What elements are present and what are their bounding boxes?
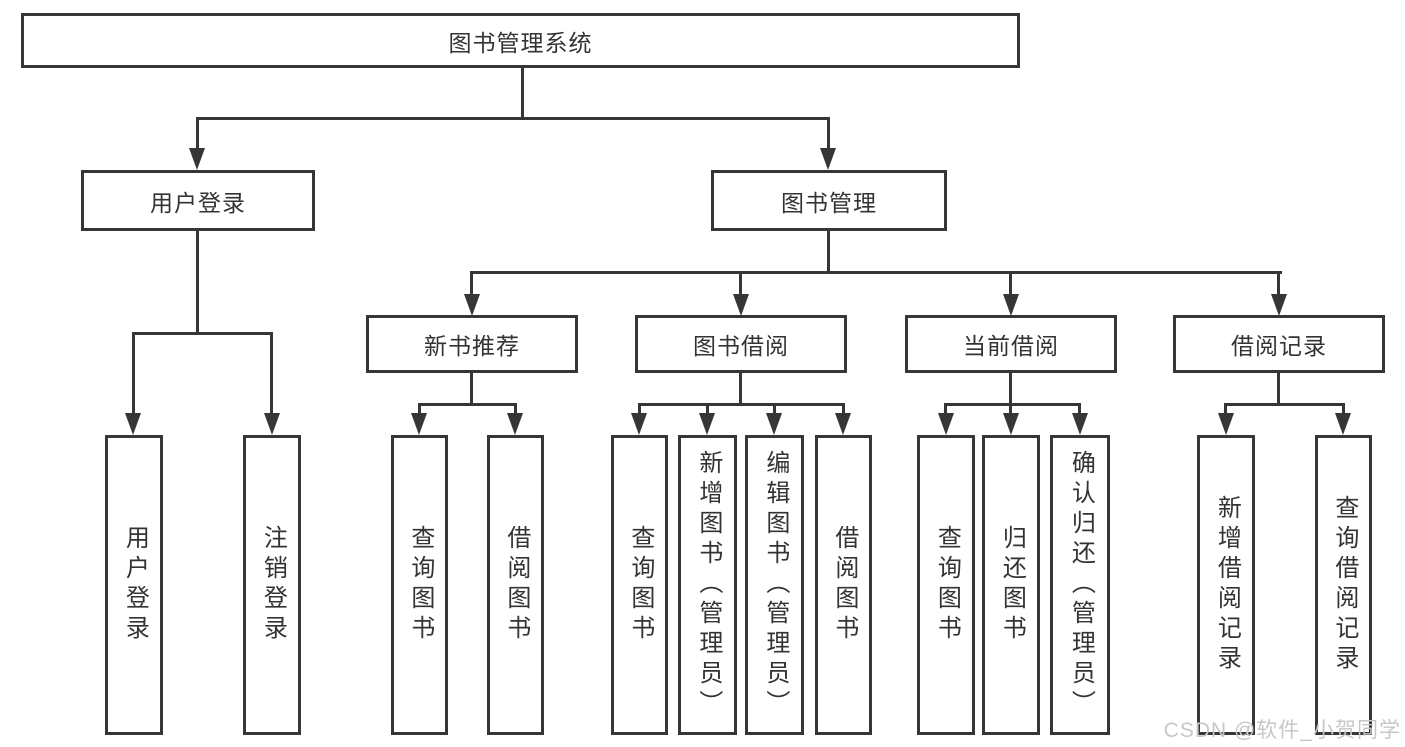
leaf-return-books: 归还图书 (982, 435, 1040, 735)
arrow-down-icon (1003, 413, 1019, 435)
leaf-query-books-borrow-label: 查询图书 (626, 525, 654, 645)
leaf-borrow-books-label: 借阅图书 (830, 525, 858, 645)
connector-line (638, 403, 641, 417)
leaf-borrow-books-recommend-label: 借阅图书 (502, 525, 530, 645)
leaf-query-borrow-record-label: 查询借阅记录 (1330, 495, 1358, 675)
leaf-edit-books-admin: 编辑图书（管理员） (745, 435, 804, 735)
connector-line (514, 403, 517, 417)
leaf-borrow-books: 借阅图书 (815, 435, 872, 735)
connector-line (1224, 403, 1345, 406)
connector-line (196, 117, 830, 120)
connector-line (1009, 372, 1012, 405)
leaf-query-books-current: 查询图书 (917, 435, 975, 735)
node-user-login: 用户登录 (81, 170, 315, 231)
leaf-user-login: 用户登录 (105, 435, 163, 735)
connector-line (470, 271, 1282, 274)
arrow-down-icon (631, 413, 647, 435)
arrow-down-icon (766, 413, 782, 435)
connector-line (418, 403, 421, 417)
leaf-query-books-borrow: 查询图书 (611, 435, 668, 735)
node-borrowing-records-label: 借阅记录 (1231, 333, 1327, 359)
node-book-borrowing-label: 图书借阅 (693, 333, 789, 359)
node-new-book-recommendation: 新书推荐 (366, 315, 578, 373)
connector-line (706, 403, 709, 417)
csdn-watermark: CSDN @软件_小贺同学 (1163, 719, 1401, 742)
connector-line (638, 403, 845, 406)
connector-line (196, 117, 199, 153)
connector-line (773, 403, 776, 417)
arrow-down-icon (464, 294, 480, 316)
arrow-down-icon (264, 413, 280, 435)
connector-line (196, 230, 199, 334)
connector-line (1078, 403, 1081, 417)
node-book-management-label: 图书管理 (781, 189, 877, 216)
connector-line (739, 372, 742, 405)
leaf-add-borrow-record-label: 新增借阅记录 (1213, 495, 1241, 675)
arrow-down-icon (1003, 294, 1019, 316)
connector-line (739, 271, 742, 297)
leaf-user-login-label: 用户登录 (121, 525, 149, 645)
node-current-borrowing: 当前借阅 (905, 315, 1117, 373)
leaf-confirm-return-admin: 确认归还（管理员） (1050, 435, 1110, 735)
leaf-query-borrow-record: 查询借阅记录 (1315, 435, 1372, 735)
node-current-borrowing-label: 当前借阅 (963, 333, 1059, 359)
connector-line (1224, 403, 1227, 417)
connector-line (1277, 271, 1280, 297)
leaf-add-books-admin-label: 新增图书（管理员） (694, 450, 722, 720)
connector-line (827, 230, 830, 273)
connector-line (1277, 372, 1280, 405)
connector-line (470, 372, 473, 405)
connector-line (1342, 403, 1345, 417)
arrow-down-icon (835, 413, 851, 435)
leaf-add-books-admin: 新增图书（管理员） (678, 435, 737, 735)
leaf-query-books-current-label: 查询图书 (933, 525, 961, 645)
arrow-down-icon (1218, 413, 1234, 435)
node-book-borrowing: 图书借阅 (635, 315, 847, 373)
connector-line (827, 117, 830, 153)
node-book-management: 图书管理 (711, 170, 947, 231)
connector-line (944, 403, 1081, 406)
node-root: 图书管理系统 (21, 13, 1020, 68)
connector-line (132, 332, 273, 335)
arrow-down-icon (820, 148, 836, 170)
leaf-confirm-return-admin-label: 确认归还（管理员） (1067, 450, 1095, 720)
leaf-edit-books-admin-label: 编辑图书（管理员） (761, 450, 789, 720)
connector-line (270, 332, 273, 416)
connector-line (1009, 271, 1012, 297)
arrow-down-icon (189, 148, 205, 170)
leaf-add-borrow-record: 新增借阅记录 (1197, 435, 1255, 735)
arrow-down-icon (699, 413, 715, 435)
arrow-down-icon (1271, 294, 1287, 316)
leaf-borrow-books-recommend: 借阅图书 (487, 435, 544, 735)
node-new-book-recommendation-label: 新书推荐 (424, 333, 520, 359)
leaf-logout: 注销登录 (243, 435, 301, 735)
leaf-query-books-recommend-label: 查询图书 (406, 525, 434, 645)
node-user-login-label: 用户登录 (150, 189, 246, 216)
node-borrowing-records: 借阅记录 (1173, 315, 1385, 373)
arrow-down-icon (1335, 413, 1351, 435)
arrow-down-icon (125, 413, 141, 435)
leaf-logout-label: 注销登录 (259, 525, 287, 645)
connector-line (944, 403, 947, 417)
node-root-label: 图书管理系统 (448, 29, 593, 56)
connector-line (521, 67, 524, 120)
connector-line (418, 403, 517, 406)
arrow-down-icon (733, 294, 749, 316)
arrow-down-icon (1072, 413, 1088, 435)
arrow-down-icon (507, 413, 523, 435)
connector-line (1009, 403, 1012, 417)
connector-line (470, 271, 473, 297)
connector-line (842, 403, 845, 417)
connector-line (132, 332, 135, 416)
arrow-down-icon (411, 413, 427, 435)
leaf-return-books-label: 归还图书 (998, 525, 1026, 645)
leaf-query-books-recommend: 查询图书 (391, 435, 448, 735)
arrow-down-icon (938, 413, 954, 435)
